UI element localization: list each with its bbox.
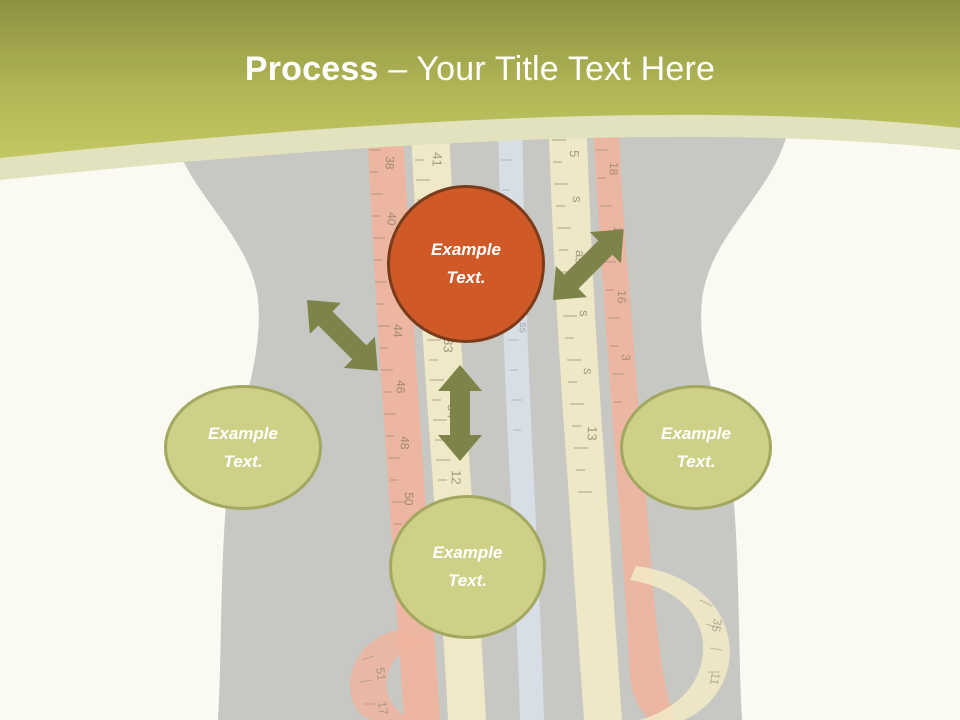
connector-top-to-left-icon [307, 300, 378, 371]
svg-text:12: 12 [448, 470, 463, 485]
process-node-top-line1: Example [431, 240, 501, 259]
svg-text:3: 3 [619, 354, 633, 361]
process-node-top-line2: Text. [446, 268, 486, 287]
process-node-bottom-line1: Example [432, 543, 503, 562]
svg-text:44: 44 [391, 324, 405, 338]
process-node-bottom[interactable]: Example Text. [389, 495, 546, 639]
process-node-top[interactable]: Example Text. [387, 185, 545, 343]
tape-twist-bottom: 35 11 51 17 [349, 566, 730, 720]
svg-text:ss: ss [517, 322, 529, 334]
svg-text:51: 51 [373, 666, 389, 681]
process-node-right-line1: Example [661, 423, 731, 443]
process-node-right-line2: Text. [676, 451, 716, 471]
process-node-bottom-line2: Text. [447, 571, 488, 590]
process-node-left[interactable]: Example Text. [164, 385, 322, 510]
svg-text:48: 48 [398, 436, 412, 450]
svg-text:46: 46 [394, 380, 408, 394]
process-node-right[interactable]: Example Text. [620, 385, 772, 510]
svg-text:13: 13 [584, 426, 599, 441]
tape-cream-right: 5 s as s s 13 [548, 120, 622, 720]
svg-text:11: 11 [707, 671, 723, 686]
connector-top-to-bottom-icon [438, 365, 482, 461]
process-node-left-line2: Text. [223, 451, 263, 471]
svg-text:40: 40 [385, 212, 399, 226]
svg-text:16: 16 [615, 290, 629, 304]
svg-text:s: s [570, 196, 585, 204]
svg-text:17: 17 [375, 700, 391, 715]
connector-top-to-right-icon [553, 229, 624, 300]
svg-text:s: s [581, 368, 596, 376]
process-node-left-line1: Example [208, 423, 278, 443]
svg-text:35: 35 [709, 617, 725, 633]
svg-text:50: 50 [402, 492, 416, 506]
svg-text:s: s [577, 310, 592, 318]
